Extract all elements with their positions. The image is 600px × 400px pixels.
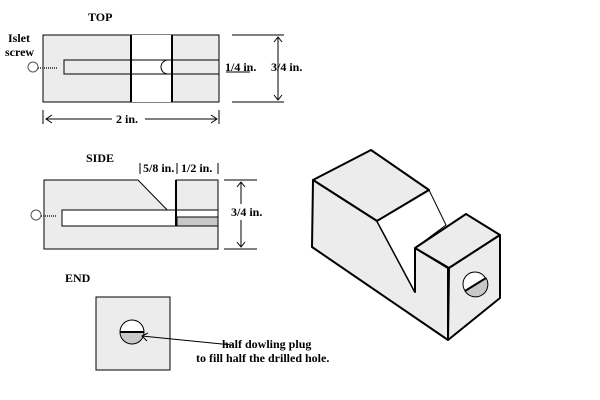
note-line-2: to fill half the drilled hole.: [196, 351, 329, 365]
leader-line: [141, 335, 233, 346]
note-line-1: half dowling plug: [222, 337, 311, 351]
end-view: END half dowling plug to fill half the d…: [65, 271, 329, 371]
slope-length-label: 5/8 in.: [143, 161, 174, 175]
dowel-half-circle: [160, 59, 169, 75]
dowel-plug: [119, 331, 145, 345]
islet-screw-label: Islet: [8, 31, 30, 45]
iso-dowel-plug: [464, 277, 489, 298]
screw-eye-icon: [30, 209, 42, 221]
side-view-title: SIDE: [86, 151, 114, 165]
side-plug: [176, 216, 219, 227]
screw-eye-icon: [27, 61, 39, 73]
isometric-view: [311, 149, 501, 341]
end-view-title: END: [65, 271, 91, 285]
top-view-title: TOP: [88, 10, 112, 24]
top-height-label: 3/4 in.: [271, 60, 302, 74]
top-view: TOP Islet screw 1/4 in. 3/4 in. 2 in.: [5, 10, 302, 126]
slot-width-label: 1/4 in.: [225, 60, 256, 74]
side-view: SIDE 5/8 in. 1/2 in. 3/4 in.: [30, 151, 262, 250]
islet-screw-label-2: screw: [5, 45, 34, 59]
drilled-hole: [119, 319, 145, 333]
side-height-label: 3/4 in.: [231, 205, 262, 219]
length-label: 2 in.: [116, 112, 138, 126]
block-length-label: 1/2 in.: [181, 161, 212, 175]
